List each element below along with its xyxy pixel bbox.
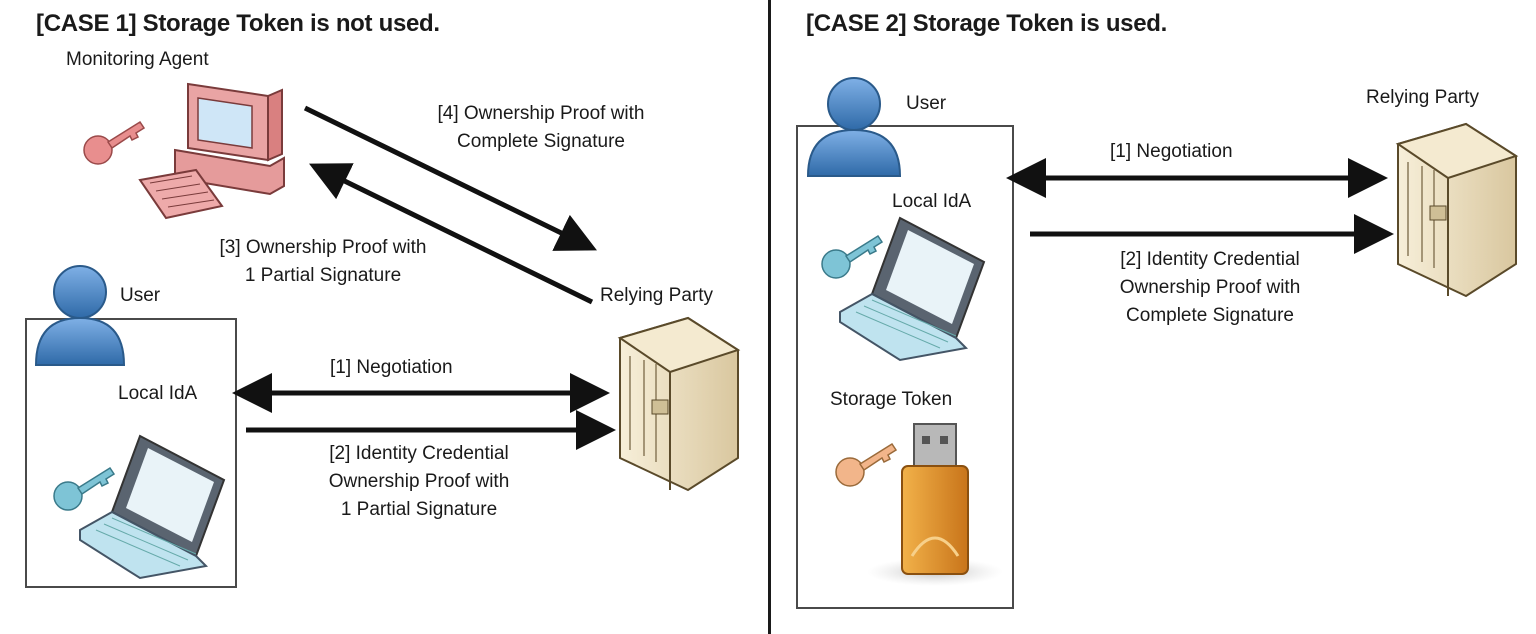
- case1-relying-party-label: Relying Party: [600, 285, 713, 306]
- key-icon: [821, 234, 884, 279]
- case2-local-ida-label: Local IdA: [892, 191, 972, 212]
- case2-laptop-icon: [839, 216, 986, 362]
- case1-laptop-icon: [79, 434, 226, 580]
- arrow-step4: [303, 105, 597, 251]
- case2-user-icon: [806, 77, 902, 177]
- case2-user-box: [796, 125, 1014, 609]
- case2-step1-label: [1] Negotiation: [1110, 141, 1233, 162]
- case2-server-icon: [1395, 122, 1519, 298]
- case1-server-icon: [617, 316, 741, 492]
- key-icon: [835, 442, 898, 487]
- case1-user-box: [25, 318, 237, 588]
- case2-storage-token-label: Storage Token: [830, 389, 953, 410]
- key-icon: [53, 466, 116, 511]
- case1-step2-label: [2] Identity Credential Ownership Proof …: [328, 443, 510, 520]
- arrow-step3: [309, 163, 594, 305]
- case1-step3-label: [3] Ownership Proof with 1 Partial Signa…: [219, 237, 427, 286]
- monitoring-computer-icon: [138, 82, 285, 220]
- case2-user-label: User: [906, 93, 947, 114]
- case1-title: [CASE 1] Storage Token is not used.: [36, 10, 440, 37]
- case2-relying-party-label: Relying Party: [1366, 87, 1479, 108]
- case2-step2-label: [2] Identity Credential Ownership Proof …: [1119, 249, 1301, 326]
- case1-local-ida-label: Local IdA: [118, 383, 198, 404]
- case1-user-icon: [34, 265, 126, 366]
- case1-step4-label: [4] Ownership Proof with Complete Signat…: [437, 103, 645, 152]
- monitoring-agent-label: Monitoring Agent: [66, 49, 209, 70]
- case1-step1-label: [1] Negotiation: [330, 357, 453, 378]
- case2-title: [CASE 2] Storage Token is used.: [806, 10, 1168, 37]
- case-divider: [768, 0, 771, 634]
- usb-storage-token-icon: [867, 423, 1003, 586]
- case1-user-label: User: [120, 285, 161, 306]
- key-icon: [83, 120, 146, 165]
